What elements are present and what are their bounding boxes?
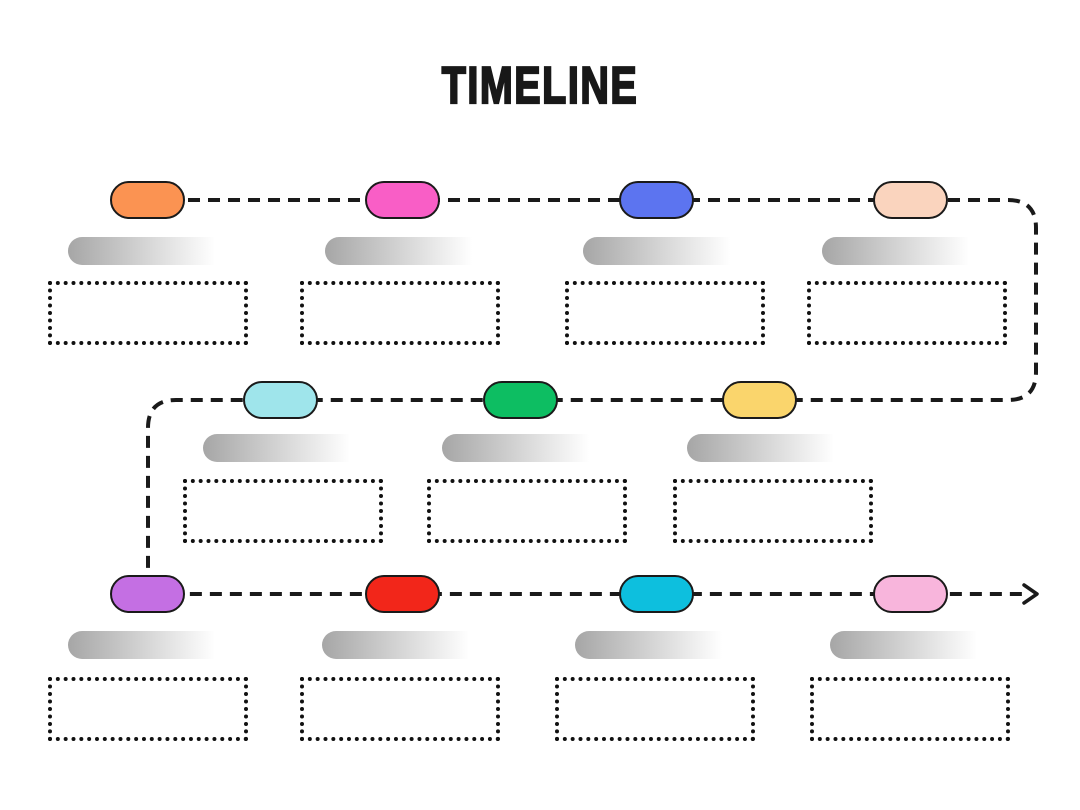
label-placeholder-bar-8 — [68, 631, 228, 659]
milestone-pill-3 — [619, 181, 694, 219]
timeline-dashed-path — [146, 198, 1038, 596]
label-placeholder-bar-2 — [325, 237, 485, 265]
description-box-10[interactable] — [555, 677, 755, 741]
description-box-5[interactable] — [183, 479, 383, 543]
milestone-pill-2 — [365, 181, 440, 219]
description-box-1[interactable] — [48, 281, 248, 345]
milestone-pill-4 — [873, 181, 948, 219]
milestone-pill-11 — [873, 575, 948, 613]
description-box-3[interactable] — [565, 281, 765, 345]
milestone-pill-6 — [483, 381, 558, 419]
arrow-right-icon — [1022, 583, 1039, 605]
page-title: TIMELINE — [441, 56, 639, 116]
label-placeholder-bar-10 — [575, 631, 735, 659]
description-box-6[interactable] — [427, 479, 627, 543]
description-box-9[interactable] — [300, 677, 500, 741]
milestone-pill-1 — [110, 181, 185, 219]
description-box-7[interactable] — [673, 479, 873, 543]
label-placeholder-bar-4 — [822, 237, 982, 265]
label-placeholder-bar-11 — [830, 631, 990, 659]
label-placeholder-bar-6 — [442, 434, 602, 462]
milestone-pill-9 — [365, 575, 440, 613]
description-box-8[interactable] — [48, 677, 248, 741]
description-box-4[interactable] — [807, 281, 1007, 345]
label-placeholder-bar-3 — [583, 237, 743, 265]
milestone-pill-8 — [110, 575, 185, 613]
label-placeholder-bar-9 — [322, 631, 482, 659]
milestone-pill-5 — [243, 381, 318, 419]
description-box-2[interactable] — [300, 281, 500, 345]
label-placeholder-bar-1 — [68, 237, 228, 265]
milestone-pill-7 — [722, 381, 797, 419]
label-placeholder-bar-5 — [203, 434, 363, 462]
label-placeholder-bar-7 — [687, 434, 847, 462]
description-box-11[interactable] — [810, 677, 1010, 741]
milestone-pill-10 — [619, 575, 694, 613]
